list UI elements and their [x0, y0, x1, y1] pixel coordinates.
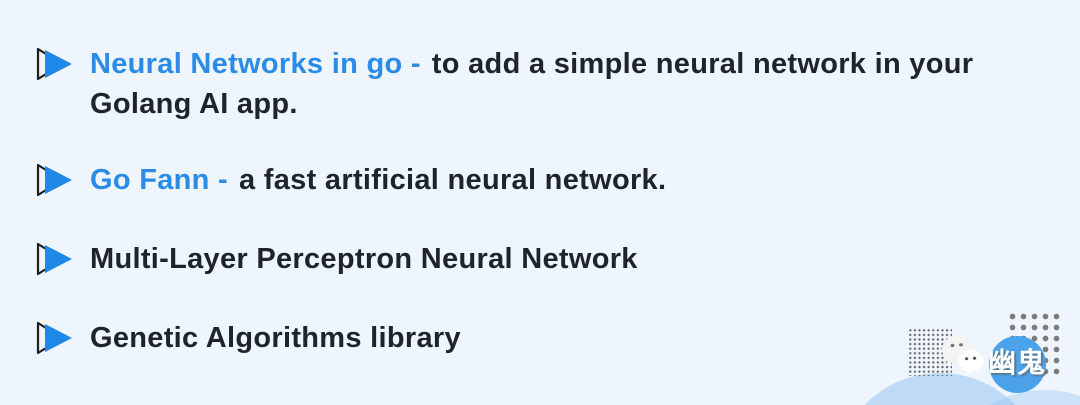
- item-line: Neural Networks in go - to add a simple n…: [90, 44, 973, 84]
- list-item: Go Fann - a fast artificial neural networ…: [36, 160, 666, 200]
- list-item-text: Multi-Layer Perceptron Neural Network: [90, 239, 638, 279]
- item-description: Multi-Layer Perceptron Neural Network: [90, 243, 638, 275]
- list-item-text: Neural Networks in go - to add a simple n…: [90, 44, 973, 124]
- list-item-text: Genetic Algorithms library: [90, 318, 461, 358]
- item-line: Go Fann - a fast artificial neural networ…: [90, 160, 666, 200]
- list-item: Neural Networks in go - to add a simple n…: [36, 44, 973, 124]
- wechat-icon: [942, 335, 984, 377]
- list-item: Multi-Layer Perceptron Neural Network: [36, 239, 638, 279]
- play-bullet-icon: [36, 242, 72, 276]
- watermark-label: 幽鬼: [988, 347, 1047, 378]
- item-link[interactable]: Neural Networks in go -: [90, 48, 421, 80]
- item-line: Multi-Layer Perceptron Neural Network: [90, 239, 638, 279]
- item-line2: Golang AI app.: [90, 88, 298, 120]
- play-bullet-icon: [36, 321, 72, 355]
- play-bullet-icon: [36, 163, 72, 197]
- item-description: Genetic Algorithms library: [90, 322, 461, 354]
- list-item: Genetic Algorithms library: [36, 318, 461, 358]
- play-bullet-icon: [36, 47, 72, 81]
- item-link[interactable]: Go Fann -: [90, 164, 229, 196]
- item-description: a fast artificial neural network.: [239, 164, 667, 196]
- list-item-text: Go Fann - a fast artificial neural networ…: [90, 160, 666, 200]
- item-description: to add a simple neural network in your: [431, 48, 974, 80]
- blue-circle: [989, 336, 1046, 393]
- item-line: Genetic Algorithms library: [90, 318, 461, 358]
